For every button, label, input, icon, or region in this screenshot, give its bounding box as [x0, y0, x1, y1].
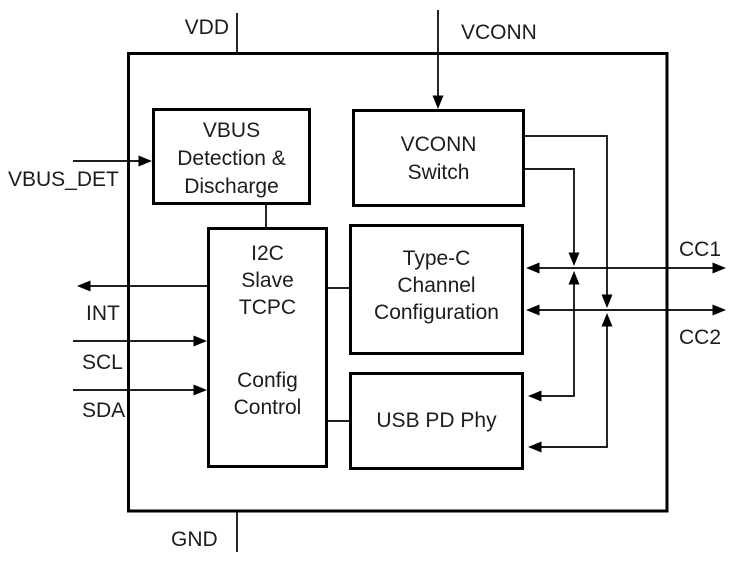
int-wire	[77, 280, 208, 292]
vbus-det-pin-label: VBUS_DET	[8, 168, 119, 191]
arrowhead-right-icon	[712, 262, 726, 274]
block-typec-label: Configuration	[374, 301, 499, 324]
cc2-wire	[526, 304, 726, 316]
cc1-to-usbpd-wire	[528, 271, 580, 402]
cc1-wire	[526, 262, 726, 274]
scl-pin-label: SCL	[82, 351, 123, 374]
int-pin-label: INT	[86, 302, 120, 325]
arrowhead-left-icon	[528, 441, 542, 453]
arrowhead-right-icon	[138, 155, 152, 167]
block-vbus-detection-label: Discharge	[184, 175, 279, 198]
block-i2c-label: I2C	[251, 242, 284, 265]
arrowhead-up-icon	[601, 313, 613, 327]
block-i2c-label: TCPC	[239, 296, 296, 319]
vconn-to-cc1-path	[523, 168, 575, 253]
cc2-pin-label: CC2	[679, 326, 721, 349]
gnd-pin-label: GND	[171, 528, 218, 551]
vconn-to-cc2-path	[523, 135, 608, 295]
block-typec-label: Channel	[397, 274, 475, 297]
block-vbus-detection: VBUS Detection & Discharge	[152, 108, 311, 205]
cc2-to-usbpd-wire	[528, 313, 613, 453]
block-usb-pd-phy: USB PD Phy	[349, 372, 524, 470]
block-i2c-label: Control	[234, 396, 302, 419]
vconn-pin-arrow	[432, 10, 444, 109]
arrowhead-right-icon	[193, 335, 207, 347]
block-vconn-switch-box	[352, 109, 525, 207]
block-vconn-switch: VCONN Switch	[352, 109, 525, 207]
block-vconn-switch-label: VCONN	[401, 133, 477, 156]
block-typec-channel-config: Type-C Channel Configuration	[349, 224, 524, 355]
arrowhead-left-icon	[77, 280, 91, 292]
block-typec-channel-config-box	[349, 224, 524, 355]
vdd-pin-label: VDD	[185, 16, 229, 39]
arrowhead-left-icon	[528, 390, 542, 402]
vconn-to-cc2-wire	[523, 135, 613, 308]
vconn-to-cc1-wire	[523, 168, 580, 266]
vbus-det-wire	[73, 155, 152, 167]
block-vbus-detection-label: VBUS	[203, 119, 260, 142]
block-i2c-slave-tcpc: I2C Slave TCPC Config Control	[207, 227, 328, 468]
cc1-pin-label: CC1	[679, 238, 721, 261]
block-vbus-detection-box	[152, 108, 311, 205]
cc1-to-usbpd-path	[541, 284, 575, 397]
sda-pin-label: SDA	[82, 399, 125, 422]
block-i2c-slave-tcpc-box	[207, 227, 328, 468]
arrowhead-right-icon	[712, 304, 726, 316]
block-vbus-detection-label: Detection &	[177, 147, 286, 170]
cc2-to-usbpd-path	[541, 326, 608, 448]
sda-wire	[73, 384, 207, 396]
arrowhead-down-icon	[432, 95, 444, 109]
block-i2c-label: Slave	[241, 269, 294, 292]
arrowhead-left-icon	[526, 262, 540, 274]
block-vconn-switch-label: Switch	[408, 161, 470, 184]
block-i2c-label: Config	[237, 369, 298, 392]
scl-wire	[73, 335, 207, 347]
block-usb-pd-phy-box	[349, 372, 524, 470]
arrowhead-down-icon	[601, 294, 613, 308]
arrowhead-up-icon	[568, 271, 580, 285]
block-usb-pd-phy-label: USB PD Phy	[376, 409, 497, 432]
block-typec-label: Type-C	[403, 247, 471, 270]
chip-boundary	[127, 52, 669, 513]
vconn-pin-label: VCONN	[461, 21, 537, 44]
arrowhead-right-icon	[193, 384, 207, 396]
arrowhead-down-icon	[568, 252, 580, 266]
arrowhead-left-icon	[526, 304, 540, 316]
